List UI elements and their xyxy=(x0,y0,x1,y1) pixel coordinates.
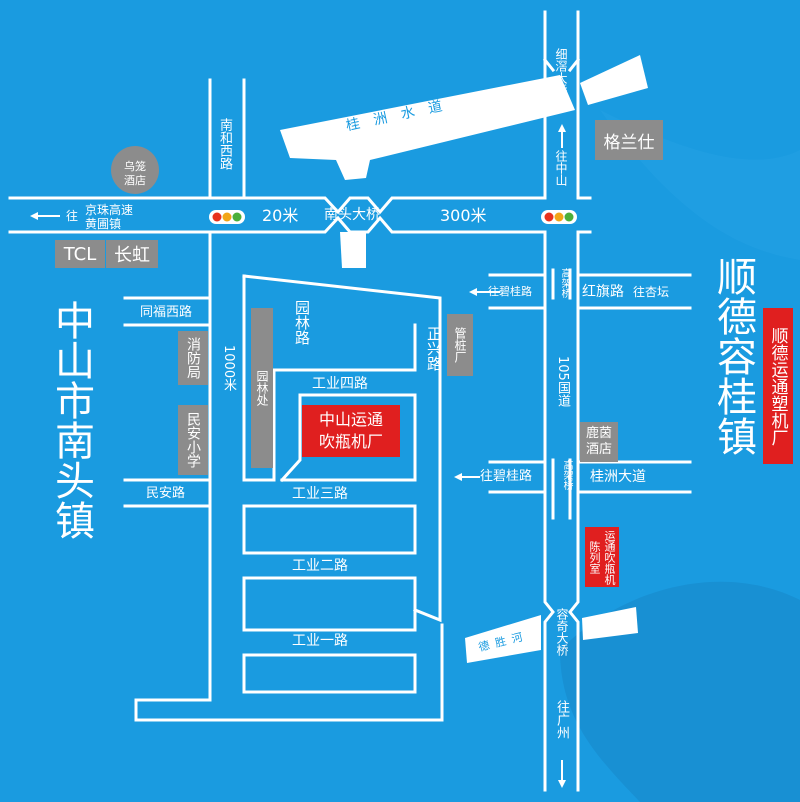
arrow-guangzhou-head xyxy=(558,780,566,788)
viaduct-label-top: 高架桥 xyxy=(559,268,570,298)
block-3 xyxy=(242,504,417,555)
to-bigui-label: 往碧桂路 xyxy=(480,469,533,484)
geranshi-box: 格兰仕 xyxy=(595,120,663,160)
lujun-hotel-box: 鹿茵酒店 xyxy=(580,422,618,462)
dist-1000m: 1000米 xyxy=(221,345,236,392)
arrow-bigui-head xyxy=(454,473,462,481)
dist-20m: 20米 xyxy=(262,206,299,225)
factory-shunde-box: 顺德运通塑机厂 xyxy=(763,308,793,464)
tongfu-west-label: 同福西路 xyxy=(140,305,193,320)
to-guangzhou-label: 往广州 xyxy=(554,700,569,739)
hongqi-road-label: 红旗路 xyxy=(582,284,624,300)
to-xingtan-label: 往杏坛 xyxy=(633,285,670,299)
river-shadow xyxy=(560,581,800,802)
minan-school-box: 民安小学 xyxy=(178,405,208,475)
zhengxing-road-label: 正兴路 xyxy=(425,326,443,371)
town-left-label: 中山市南头镇 xyxy=(48,300,94,540)
block-1 xyxy=(242,653,417,694)
desheng-river-west xyxy=(465,615,541,663)
to-zhongshan-label: 往中山 xyxy=(554,150,568,186)
tcl-box: TCL xyxy=(55,240,105,268)
upper-block-top xyxy=(242,274,442,377)
arrow-west-head xyxy=(30,212,38,220)
viaduct-2-east xyxy=(568,458,580,520)
waterway-east xyxy=(580,55,648,105)
arrow-zhongshan-head xyxy=(558,124,566,132)
factory-main-box: 中山运通 吹瓶机厂 xyxy=(302,405,400,457)
viaduct-label-bottom: 高架桥 xyxy=(561,460,572,490)
dist-300m: 300米 xyxy=(440,206,487,225)
guizhou-avenue-label: 桂洲大道 xyxy=(590,469,646,485)
main-road-north-edge xyxy=(8,196,547,215)
wulong-hotel-marker xyxy=(111,146,159,194)
gongye4-label: 工业四路 xyxy=(312,376,368,392)
desheng-river-east xyxy=(582,607,638,640)
jingzhu-line2: 黄圃镇 xyxy=(85,217,122,231)
nantou-bridge-label: 南头大桥 xyxy=(324,207,380,223)
arrow-bigui-top-head xyxy=(469,288,477,296)
minan-road-label: 民安路 xyxy=(146,486,186,501)
guizhou-waterway xyxy=(280,75,575,180)
national-105-label: 105国道 xyxy=(555,356,570,407)
traffic-light-east xyxy=(541,210,577,224)
yuanlinchu-box: 园林处 xyxy=(251,308,273,468)
waterway-south-stub xyxy=(340,232,366,268)
town-right-label: 顺德容桂镇 xyxy=(710,256,756,456)
xiyong-bridge-marks xyxy=(542,57,581,73)
viaduct-2-west xyxy=(543,458,555,520)
n105-east-lower xyxy=(568,516,580,792)
block-2 xyxy=(242,576,417,632)
xiyong-bridge-label: 细滘大桥 xyxy=(554,48,568,96)
n105-west-lower xyxy=(543,516,555,792)
gongye2-label: 工业二路 xyxy=(292,558,348,574)
rongqi-bridge-label: 容奇大桥 xyxy=(555,608,569,656)
nanhe-west-label: 南和西路 xyxy=(217,118,232,170)
to-bigui-top-label: 往碧桂路 xyxy=(488,285,532,298)
to-prefix-west: 往 xyxy=(66,209,79,223)
changhong-box: 长虹 xyxy=(106,240,158,268)
fire-station-box: 消防局 xyxy=(178,331,208,385)
showroom-box: 运通吹瓶机陈列室 xyxy=(585,527,619,587)
gongye3-label: 工业三路 xyxy=(292,486,348,502)
factory-main-line1: 中山运通 xyxy=(318,410,383,429)
wulong-hotel-label: 乌笼酒店 xyxy=(124,160,146,187)
gongye1-label: 工业一路 xyxy=(292,633,348,649)
zhengxing-outer xyxy=(413,373,442,623)
yuanlin-road-label: 园林路 xyxy=(293,300,311,345)
guanzhuang-box: 管桩厂 xyxy=(447,314,473,376)
inner-block-slant xyxy=(279,393,302,483)
factory-main-line2: 吹瓶机厂 xyxy=(318,432,383,451)
traffic-light-west xyxy=(209,210,245,224)
bottom-loop xyxy=(134,623,444,722)
jingzhu-line1: 京珠高速 xyxy=(85,203,134,217)
